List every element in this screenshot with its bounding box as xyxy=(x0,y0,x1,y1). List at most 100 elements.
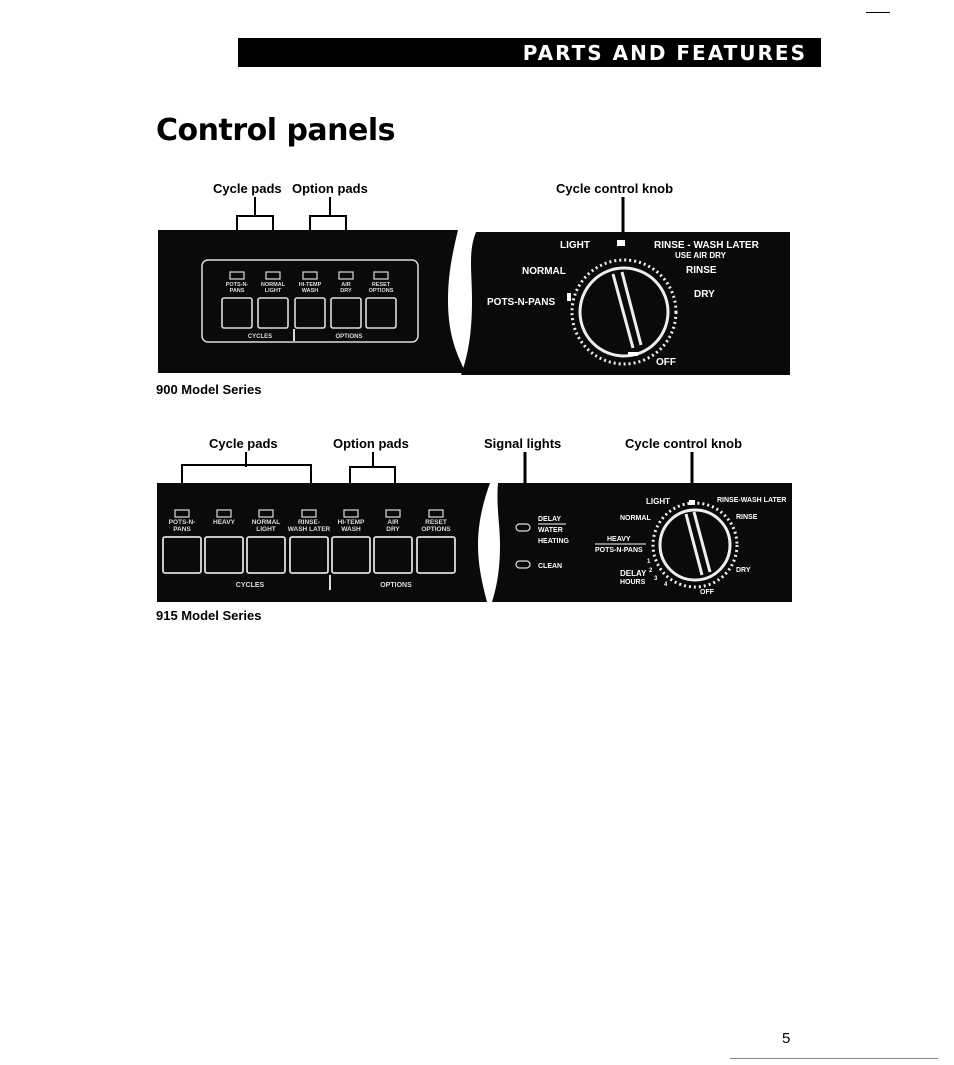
pad-indicator-light xyxy=(343,509,359,518)
pad-label-top: RINSE- xyxy=(298,519,320,526)
pad-label-top: POTS-N- xyxy=(169,519,196,526)
svg-text:DRY: DRY xyxy=(694,289,715,300)
svg-text:USE AIR DRY: USE AIR DRY xyxy=(675,251,727,260)
pad-indicator-light xyxy=(385,509,401,518)
pad-label-top: HI-TEMP xyxy=(299,282,322,288)
cycles-label-900: CYCLES xyxy=(248,334,272,340)
svg-text:DELAY: DELAY xyxy=(620,569,647,578)
callout-cycle-pads-900: Cycle pads xyxy=(213,181,282,196)
pad-indicator-light xyxy=(265,271,281,280)
svg-text:NORMAL: NORMAL xyxy=(522,266,566,277)
pad-label-bottom: WASH xyxy=(341,526,361,533)
cycle-control-knob-900[interactable] xyxy=(567,240,678,366)
svg-text:2: 2 xyxy=(649,568,653,574)
svg-text:POTS-N-PANS: POTS-N-PANS xyxy=(595,547,643,554)
svg-text:3: 3 xyxy=(654,576,658,582)
pad-button xyxy=(373,536,413,574)
pad-label-bottom: DRY xyxy=(386,526,400,533)
section-header-title: PARTS AND FEATURES xyxy=(522,41,807,65)
pad-button xyxy=(204,536,244,574)
pad-indicator-light xyxy=(258,509,274,518)
left-panel-915 xyxy=(157,483,490,602)
signal-lights-915: DELAY WATER HEATING CLEAN xyxy=(515,516,570,570)
pad-button xyxy=(221,297,253,329)
pad-button xyxy=(331,536,371,574)
pad-label-bottom: LIGHT xyxy=(265,288,282,294)
pad-button xyxy=(416,536,456,574)
pad-label-top: AIR xyxy=(341,282,351,288)
pad-button xyxy=(330,297,362,329)
knob-labels-900: LIGHT RINSE - WASH LATER USE AIR DRY NOR… xyxy=(487,240,760,368)
left-panel-900 xyxy=(158,230,466,373)
pad-label-bottom: WASH xyxy=(302,288,319,294)
pad-label-top: HI-TEMP xyxy=(338,519,365,526)
svg-text:RINSE: RINSE xyxy=(686,265,717,276)
section-header-bar: PARTS AND FEATURES xyxy=(238,38,821,67)
pad-indicator-light xyxy=(301,509,317,518)
pad-button xyxy=(246,536,286,574)
svg-text:DRY: DRY xyxy=(736,567,751,574)
pad-label-top: RESET xyxy=(372,282,391,288)
svg-text:CLEAN: CLEAN xyxy=(538,563,562,570)
pad-label-top: RESET xyxy=(425,519,447,526)
pad-label-bottom: PANS xyxy=(173,526,191,533)
cycles-label-915: CYCLES xyxy=(236,582,265,589)
bottom-rule xyxy=(730,1058,938,1059)
top-rule xyxy=(866,12,890,13)
pad-indicator-light xyxy=(174,509,190,518)
callout-option-pads-900: Option pads xyxy=(292,181,368,196)
svg-text:1: 1 xyxy=(647,559,651,565)
callout-knob-915: Cycle control knob xyxy=(625,436,743,451)
callout-signal-lights-915: Signal lights xyxy=(484,436,562,451)
pad-indicator-light xyxy=(229,271,245,280)
pad-button xyxy=(257,297,289,329)
svg-text:WATER: WATER xyxy=(538,527,563,534)
series-label-915: 915 Model Series xyxy=(156,608,262,623)
callout-knob-900: Cycle control knob xyxy=(556,181,674,196)
svg-text:RINSE-WASH LATER: RINSE-WASH LATER xyxy=(717,497,786,504)
pad-indicator-light xyxy=(373,271,389,280)
pad-label-top: NORMAL xyxy=(261,282,286,288)
svg-text:RINSE - WASH LATER: RINSE - WASH LATER xyxy=(654,240,760,251)
pad-900-1[interactable]: POTS-N-PANS xyxy=(221,271,253,329)
callout-cycle-pads-915: Cycle pads xyxy=(209,436,278,451)
pad-915-4[interactable]: RINSE-WASH LATER xyxy=(288,509,331,574)
page-number: 5 xyxy=(782,1030,791,1047)
pad-label-top: AIR xyxy=(387,519,399,526)
pad-label-bottom: LIGHT xyxy=(256,526,276,533)
svg-text:OFF: OFF xyxy=(656,357,676,368)
page-title: Control panels xyxy=(156,113,396,148)
pad-label-bottom: OPTIONS xyxy=(421,526,451,533)
clean-light xyxy=(515,560,531,569)
pad-915-2[interactable]: HEAVY xyxy=(204,509,244,574)
pad-label-top: HEAVY xyxy=(213,519,236,526)
pad-button xyxy=(294,297,326,329)
pad-indicator-light xyxy=(338,271,354,280)
cycle-control-knob-915[interactable] xyxy=(651,500,739,589)
options-label-915: OPTIONS xyxy=(380,582,412,589)
pad-button xyxy=(162,536,202,574)
pad-indicator-light xyxy=(428,509,444,518)
callout-option-pads-915: Option pads xyxy=(333,436,409,451)
svg-text:4: 4 xyxy=(664,582,668,588)
pad-915-1[interactable]: POTS-N-PANS xyxy=(162,509,202,574)
svg-text:LIGHT: LIGHT xyxy=(646,497,670,506)
pad-label-bottom: DRY xyxy=(340,288,352,294)
options-label-900: OPTIONS xyxy=(335,334,362,340)
delay-water-light xyxy=(515,523,531,532)
pad-label-bottom: PANS xyxy=(230,288,245,294)
pad-label-bottom: WASH LATER xyxy=(288,526,331,533)
knob-labels-915: LIGHT RINSE-WASH LATER NORMAL RINSE HEAV… xyxy=(595,497,786,596)
pad-indicator-light xyxy=(216,509,232,518)
pads-900: POTS-N-PANSNORMALLIGHTHI-TEMPWASHAIRDRYR… xyxy=(221,271,397,329)
svg-text:LIGHT: LIGHT xyxy=(560,240,590,251)
